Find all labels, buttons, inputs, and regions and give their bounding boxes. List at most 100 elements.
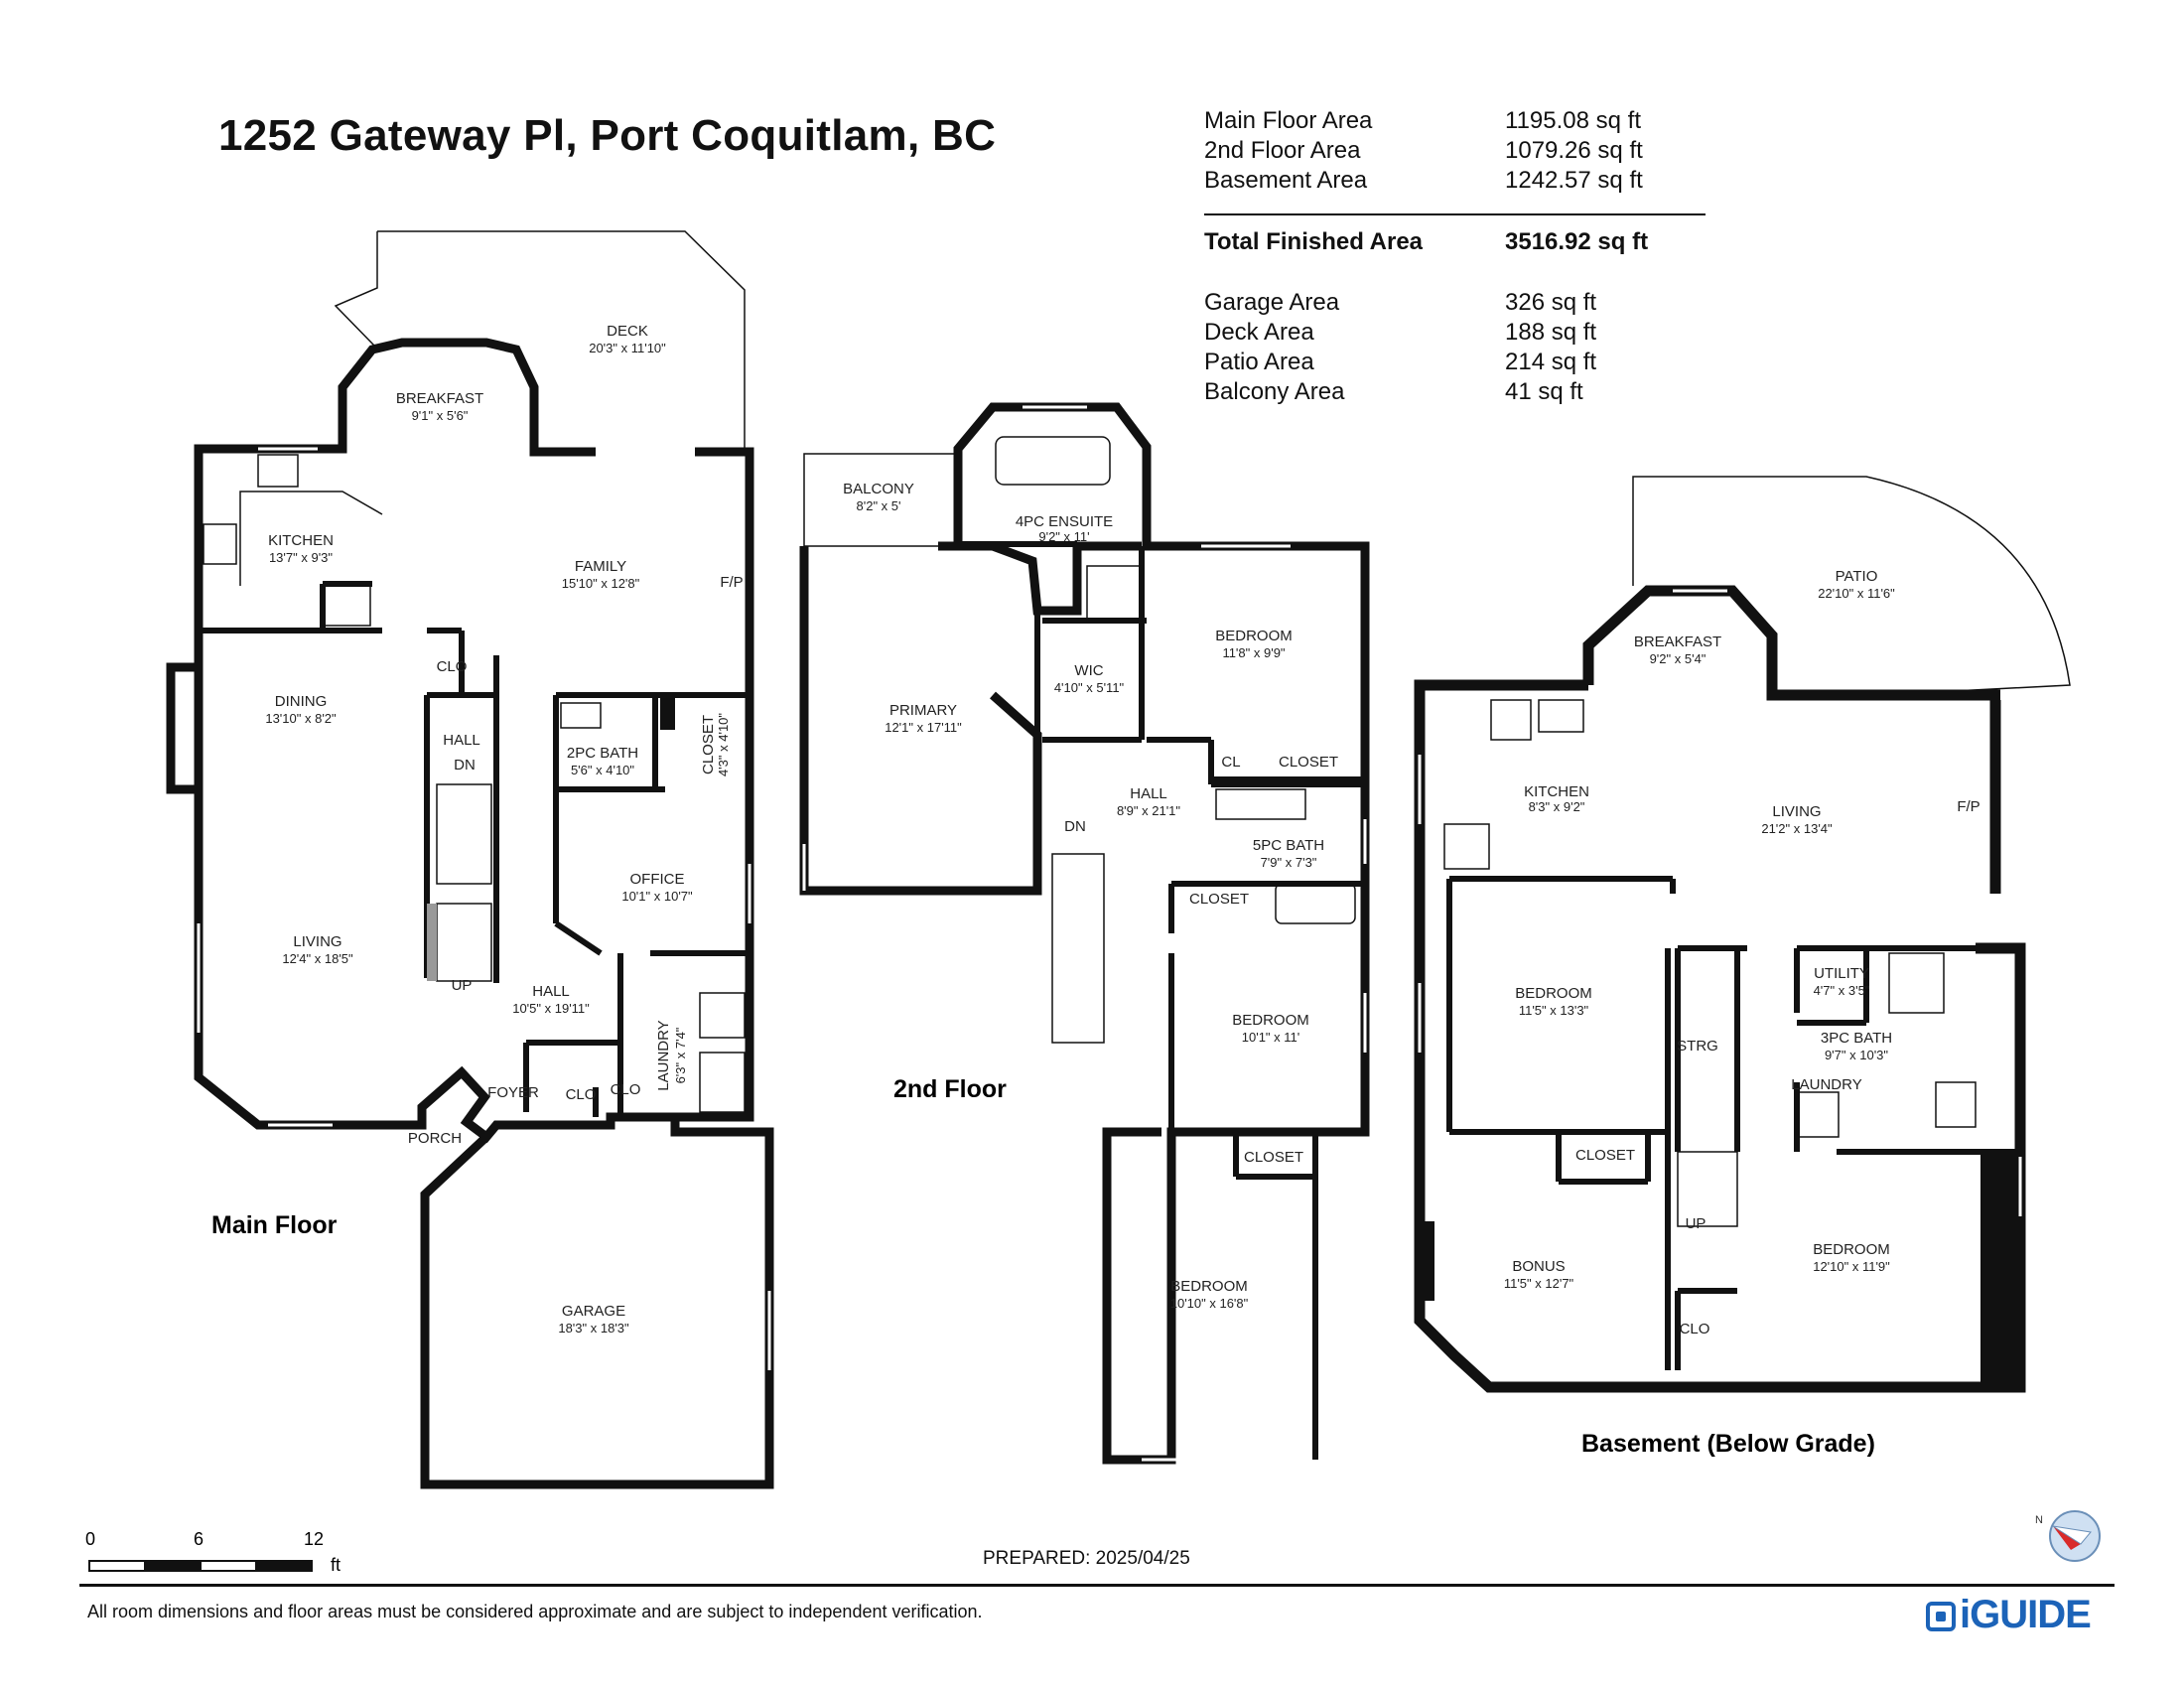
- main-floor-labels: DECK 20'3" x 11'10" BREAKFAST 9'1" x 5'6…: [265, 323, 743, 1336]
- room-dim: 12'10" x 11'9": [1813, 1259, 1890, 1274]
- main-stair-down: [436, 783, 492, 885]
- room-name: BONUS: [1512, 1258, 1565, 1275]
- basement-wall-block: [1980, 1152, 2020, 1387]
- room-name: FAMILY: [575, 558, 626, 575]
- main-floor-interior-walls: [199, 581, 750, 1117]
- footer-rule: [79, 1584, 2115, 1587]
- fridge: [320, 585, 371, 627]
- ensuite-shower: [1086, 565, 1143, 622]
- scale-unit: ft: [331, 1555, 341, 1575]
- deck-outline-2: [377, 230, 746, 450]
- room-name: DECK: [607, 323, 648, 340]
- room-name: BEDROOM: [1813, 1241, 1890, 1258]
- stair-down-label: DN: [1064, 818, 1086, 835]
- fireplace-label: F/P: [720, 574, 743, 591]
- basement-exterior-wall: [1414, 585, 2026, 1393]
- room-dim: 13'7" x 9'3": [269, 550, 333, 565]
- area-row-second: 2nd Floor Area 1079.26 sq ft: [1204, 137, 1643, 164]
- room-dim: 9'7" x 10'3": [1825, 1048, 1888, 1062]
- area-row-basement: Basement Area 1242.57 sq ft: [1204, 167, 1643, 194]
- room-name: 3PC BATH: [1821, 1030, 1892, 1047]
- area-row-total: Total Finished Area 3516.92 sq ft: [1204, 228, 1649, 255]
- basement-labels: PATIO 22'10" x 11'6" BREAKFAST 9'2" x 5'…: [1504, 568, 1980, 1337]
- room-dim: 22'10" x 11'6": [1818, 586, 1895, 601]
- closet-dim: 4'3" x 4'10": [716, 713, 731, 776]
- basement-vanity: [1935, 1081, 1977, 1128]
- room-dim: 4'10" x 5'11": [1054, 680, 1125, 695]
- area-row-patio: Patio Area 214 sq ft: [1204, 349, 1597, 375]
- room-dim: 10'5" x 19'11": [512, 1001, 590, 1016]
- brand-name: iGUIDE: [1960, 1593, 2092, 1636]
- closet-label: CLOSET: [1244, 1149, 1303, 1166]
- basement-stair: [1677, 1151, 1738, 1227]
- laundry-label: LAUNDRY: [655, 1020, 672, 1090]
- room-name: BREAKFAST: [1634, 633, 1721, 650]
- closet-label: CL: [1221, 754, 1240, 771]
- room-name: HALL: [1130, 785, 1167, 802]
- room-name: KITCHEN: [268, 532, 334, 549]
- room-name: HALL: [532, 983, 570, 1000]
- kitchen-stove: [203, 523, 237, 565]
- brand-logo: iGUIDE: [1926, 1593, 2092, 1637]
- closet-label: CLO: [611, 1081, 641, 1098]
- basement-sink: [1538, 699, 1584, 733]
- main-stair-up: [436, 903, 492, 982]
- room-dim: 9'1" x 5'6": [412, 408, 469, 423]
- bath-tub-5pc: [1275, 883, 1356, 924]
- utility-shower: [1888, 952, 1945, 1014]
- room-dim: 10'1" x 11': [1242, 1030, 1300, 1045]
- room-dim: 9'2" x 5'4": [1650, 651, 1706, 666]
- closet-label: CLO: [566, 1086, 597, 1103]
- foyer-label: FOYER: [487, 1084, 539, 1101]
- room-dim: 12'4" x 18'5": [282, 951, 353, 966]
- room-dim: 15'10" x 12'8": [562, 576, 640, 591]
- main-floor-bay-left: [166, 662, 199, 794]
- basement-windows: [1418, 589, 2022, 1216]
- bath-vanity-5pc: [1215, 788, 1306, 820]
- closet-label: CLO: [437, 658, 468, 675]
- kitchen-sink: [257, 454, 299, 488]
- main-floor-north-wall: [199, 338, 754, 1122]
- kitchen-counter: [239, 491, 383, 586]
- room-dim: 10'10" x 16'8": [1170, 1296, 1249, 1311]
- second-floor-interior-walls: [958, 541, 1365, 1460]
- scale-tick-6: 6: [194, 1529, 204, 1549]
- compass-icon: N: [2035, 1510, 2101, 1562]
- room-name: GARAGE: [562, 1303, 625, 1320]
- room-name: PATIO: [1836, 568, 1878, 585]
- closet-block: [660, 695, 675, 730]
- hall-label: HALL: [443, 732, 480, 749]
- stair-down-label: DN: [454, 757, 476, 774]
- room-name: LIVING: [293, 933, 341, 950]
- room-name: WIC: [1074, 662, 1103, 679]
- main-floor-plan: [166, 230, 774, 1489]
- closet-label: CLOSET: [1279, 754, 1338, 771]
- room-dim: 8'3" x 9'2": [1529, 799, 1585, 814]
- floor-label-basement: Basement (Below Grade): [1581, 1430, 1875, 1458]
- laundry-label: LAUNDRY: [1791, 1076, 1861, 1093]
- floor-label-main: Main Floor: [211, 1211, 338, 1239]
- basement-plan: [1414, 476, 2071, 1393]
- porch-label: PORCH: [408, 1130, 462, 1147]
- laundry-washer: [699, 992, 746, 1039]
- property-address-title: 1252 Gateway Pl, Port Coquitlam, BC: [218, 111, 997, 160]
- storage-label: STRG: [1677, 1038, 1718, 1055]
- room-dim: 18'3" x 18'3": [558, 1321, 629, 1336]
- area-row-balcony: Balcony Area 41 sq ft: [1204, 378, 1583, 405]
- room-name: BEDROOM: [1515, 985, 1592, 1002]
- ensuite-tub: [995, 436, 1111, 486]
- room-name: 2PC BATH: [567, 745, 638, 762]
- basement-laundry-machine: [1798, 1091, 1840, 1138]
- stair-up-label: UP: [1686, 1215, 1706, 1232]
- room-dim: 20'3" x 11'10": [589, 341, 666, 355]
- room-name: BREAKFAST: [396, 390, 483, 407]
- closet-label: CLO: [1680, 1321, 1710, 1337]
- main-floor-exterior-wall: [194, 444, 774, 1489]
- area-divider: [1204, 213, 1706, 215]
- room-dim: 13'10" x 8'2": [265, 711, 337, 726]
- room-dim: 7'9" x 7'3": [1261, 855, 1317, 870]
- basement-kitchen-counter: [1443, 823, 1490, 870]
- floor-label-second: 2nd Floor: [893, 1075, 1007, 1103]
- laundry-dryer: [699, 1052, 746, 1113]
- room-dim: 9'2" x 11': [1038, 529, 1089, 544]
